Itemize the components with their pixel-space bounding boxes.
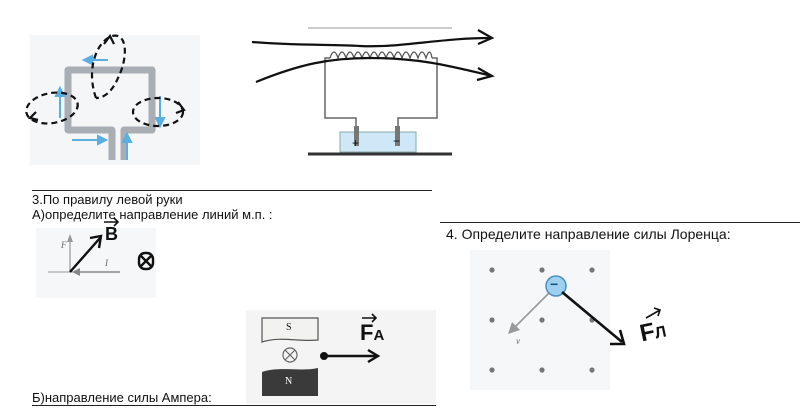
battery-plus: +	[352, 136, 360, 150]
charge-sign: −	[550, 276, 559, 292]
task3-part-b: Б)направление силы Ампера:	[32, 390, 212, 405]
field-dots	[489, 267, 595, 373]
force-ampere-subscript: A	[373, 327, 385, 344]
force-ampere-letter: F	[360, 320, 374, 345]
task3-bottom-rule	[32, 405, 436, 406]
task4-title: 4. Определите направление силы Лоренца:	[446, 226, 731, 242]
current-into-page-icon	[282, 347, 298, 363]
battery-minus: −	[393, 134, 401, 148]
task3-part-a: А)определите направление линий м.п. :	[32, 207, 273, 222]
electron-charge	[545, 275, 567, 297]
task3-top-rule	[32, 190, 432, 191]
solenoid-coil	[329, 51, 433, 61]
label-i: I	[105, 258, 108, 268]
task4-top-rule	[440, 222, 800, 223]
task3-title: 3.По правилу левой руки	[32, 192, 183, 207]
velocity-label: v	[516, 336, 520, 346]
force-lorentz-label: FЛ	[637, 316, 668, 349]
label-b: B	[105, 224, 118, 244]
label-f: F	[61, 240, 67, 250]
force-ampere-label: FA	[360, 320, 384, 346]
magnet-pole-n: N	[285, 376, 293, 387]
magnet-pole-s: S	[286, 322, 292, 333]
